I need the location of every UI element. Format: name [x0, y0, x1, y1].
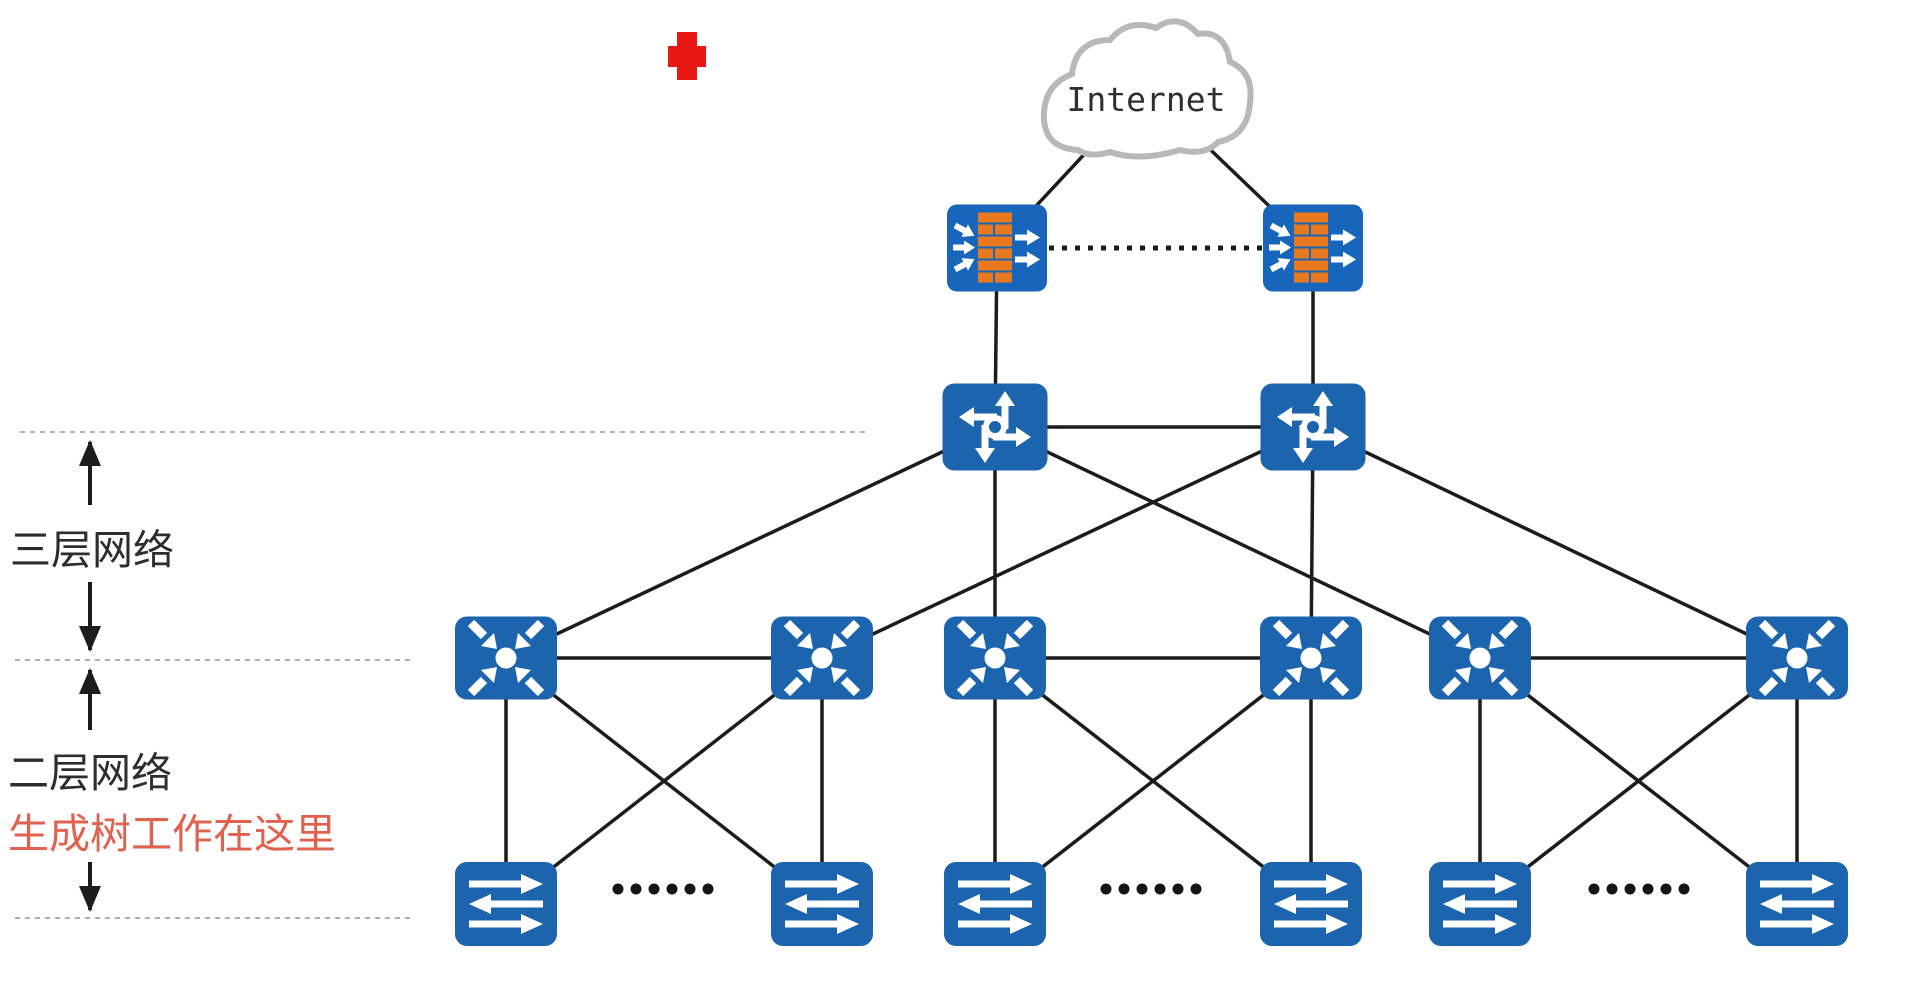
ellipsis-dot-group-2 [1100, 883, 1112, 895]
agg-switch-6 [1746, 617, 1848, 700]
topology-links [504, 86, 1799, 906]
firewall-1 [947, 205, 1047, 292]
ellipsis-dot-group-1 [648, 883, 660, 895]
agg-switch-4 [1260, 617, 1362, 700]
agg-switch-1 [455, 617, 557, 700]
ellipsis-dot-group-2 [1190, 883, 1202, 895]
ellipsis-dot-group-1 [684, 883, 696, 895]
ellipsis-dot-group-1 [630, 883, 642, 895]
stp-note-label: 生成树工作在这里 [8, 811, 336, 857]
access-switch-3 [944, 862, 1046, 946]
ellipsis-dot-group-1 [666, 883, 678, 895]
link-agg-switch-4-access-switch-3 [993, 656, 1313, 906]
agg-switch-5 [1429, 617, 1531, 700]
ellipsis-dot-group-2 [1136, 883, 1148, 895]
topology-nodes [455, 21, 1848, 946]
layer3-label: 三层网络 [10, 527, 174, 573]
internet-label: Internet [1067, 80, 1226, 119]
ellipsis-dot-group-3 [1606, 883, 1618, 895]
layer-guides [15, 431, 870, 919]
access-switch-1 [455, 862, 557, 946]
firewall-2 [1263, 205, 1363, 292]
ellipsis-dot-group-3 [1642, 883, 1654, 895]
link-core-router-1-agg-switch-1 [505, 425, 996, 660]
ellipsis-dot-group-3 [1678, 883, 1690, 895]
access-switch-4 [1260, 862, 1362, 946]
ellipsis-dot-group-3 [1660, 883, 1672, 895]
agg-switch-2 [771, 617, 873, 700]
ellipsis-dot-group-3 [1588, 883, 1600, 895]
link-core-router-1-agg-switch-5 [994, 425, 1481, 660]
ellipsis-dot-group-2 [1118, 883, 1130, 895]
access-switch-6 [1746, 862, 1848, 946]
agg-switch-3 [944, 617, 1046, 700]
ellipsis-dot-group-1 [612, 883, 624, 895]
red-cross-icon [668, 32, 706, 80]
core-router-2 [1261, 384, 1366, 471]
ellipsis-dot-group-3 [1624, 883, 1636, 895]
layer2-label: 二层网络 [8, 750, 172, 796]
ellipsis-dot-group-1 [702, 883, 714, 895]
ellipsis-dots [612, 883, 1690, 895]
link-core-router-2-agg-switch-6 [1312, 425, 1798, 660]
core-router-1 [943, 384, 1048, 471]
access-switch-2 [771, 862, 873, 946]
ellipsis-dot-group-2 [1172, 883, 1184, 895]
access-switch-5 [1429, 862, 1531, 946]
link-agg-switch-2-access-switch-1 [504, 656, 824, 906]
ellipsis-dot-group-2 [1154, 883, 1166, 895]
link-core-router-2-agg-switch-2 [821, 425, 1314, 660]
link-agg-switch-6-access-switch-5 [1478, 656, 1799, 906]
